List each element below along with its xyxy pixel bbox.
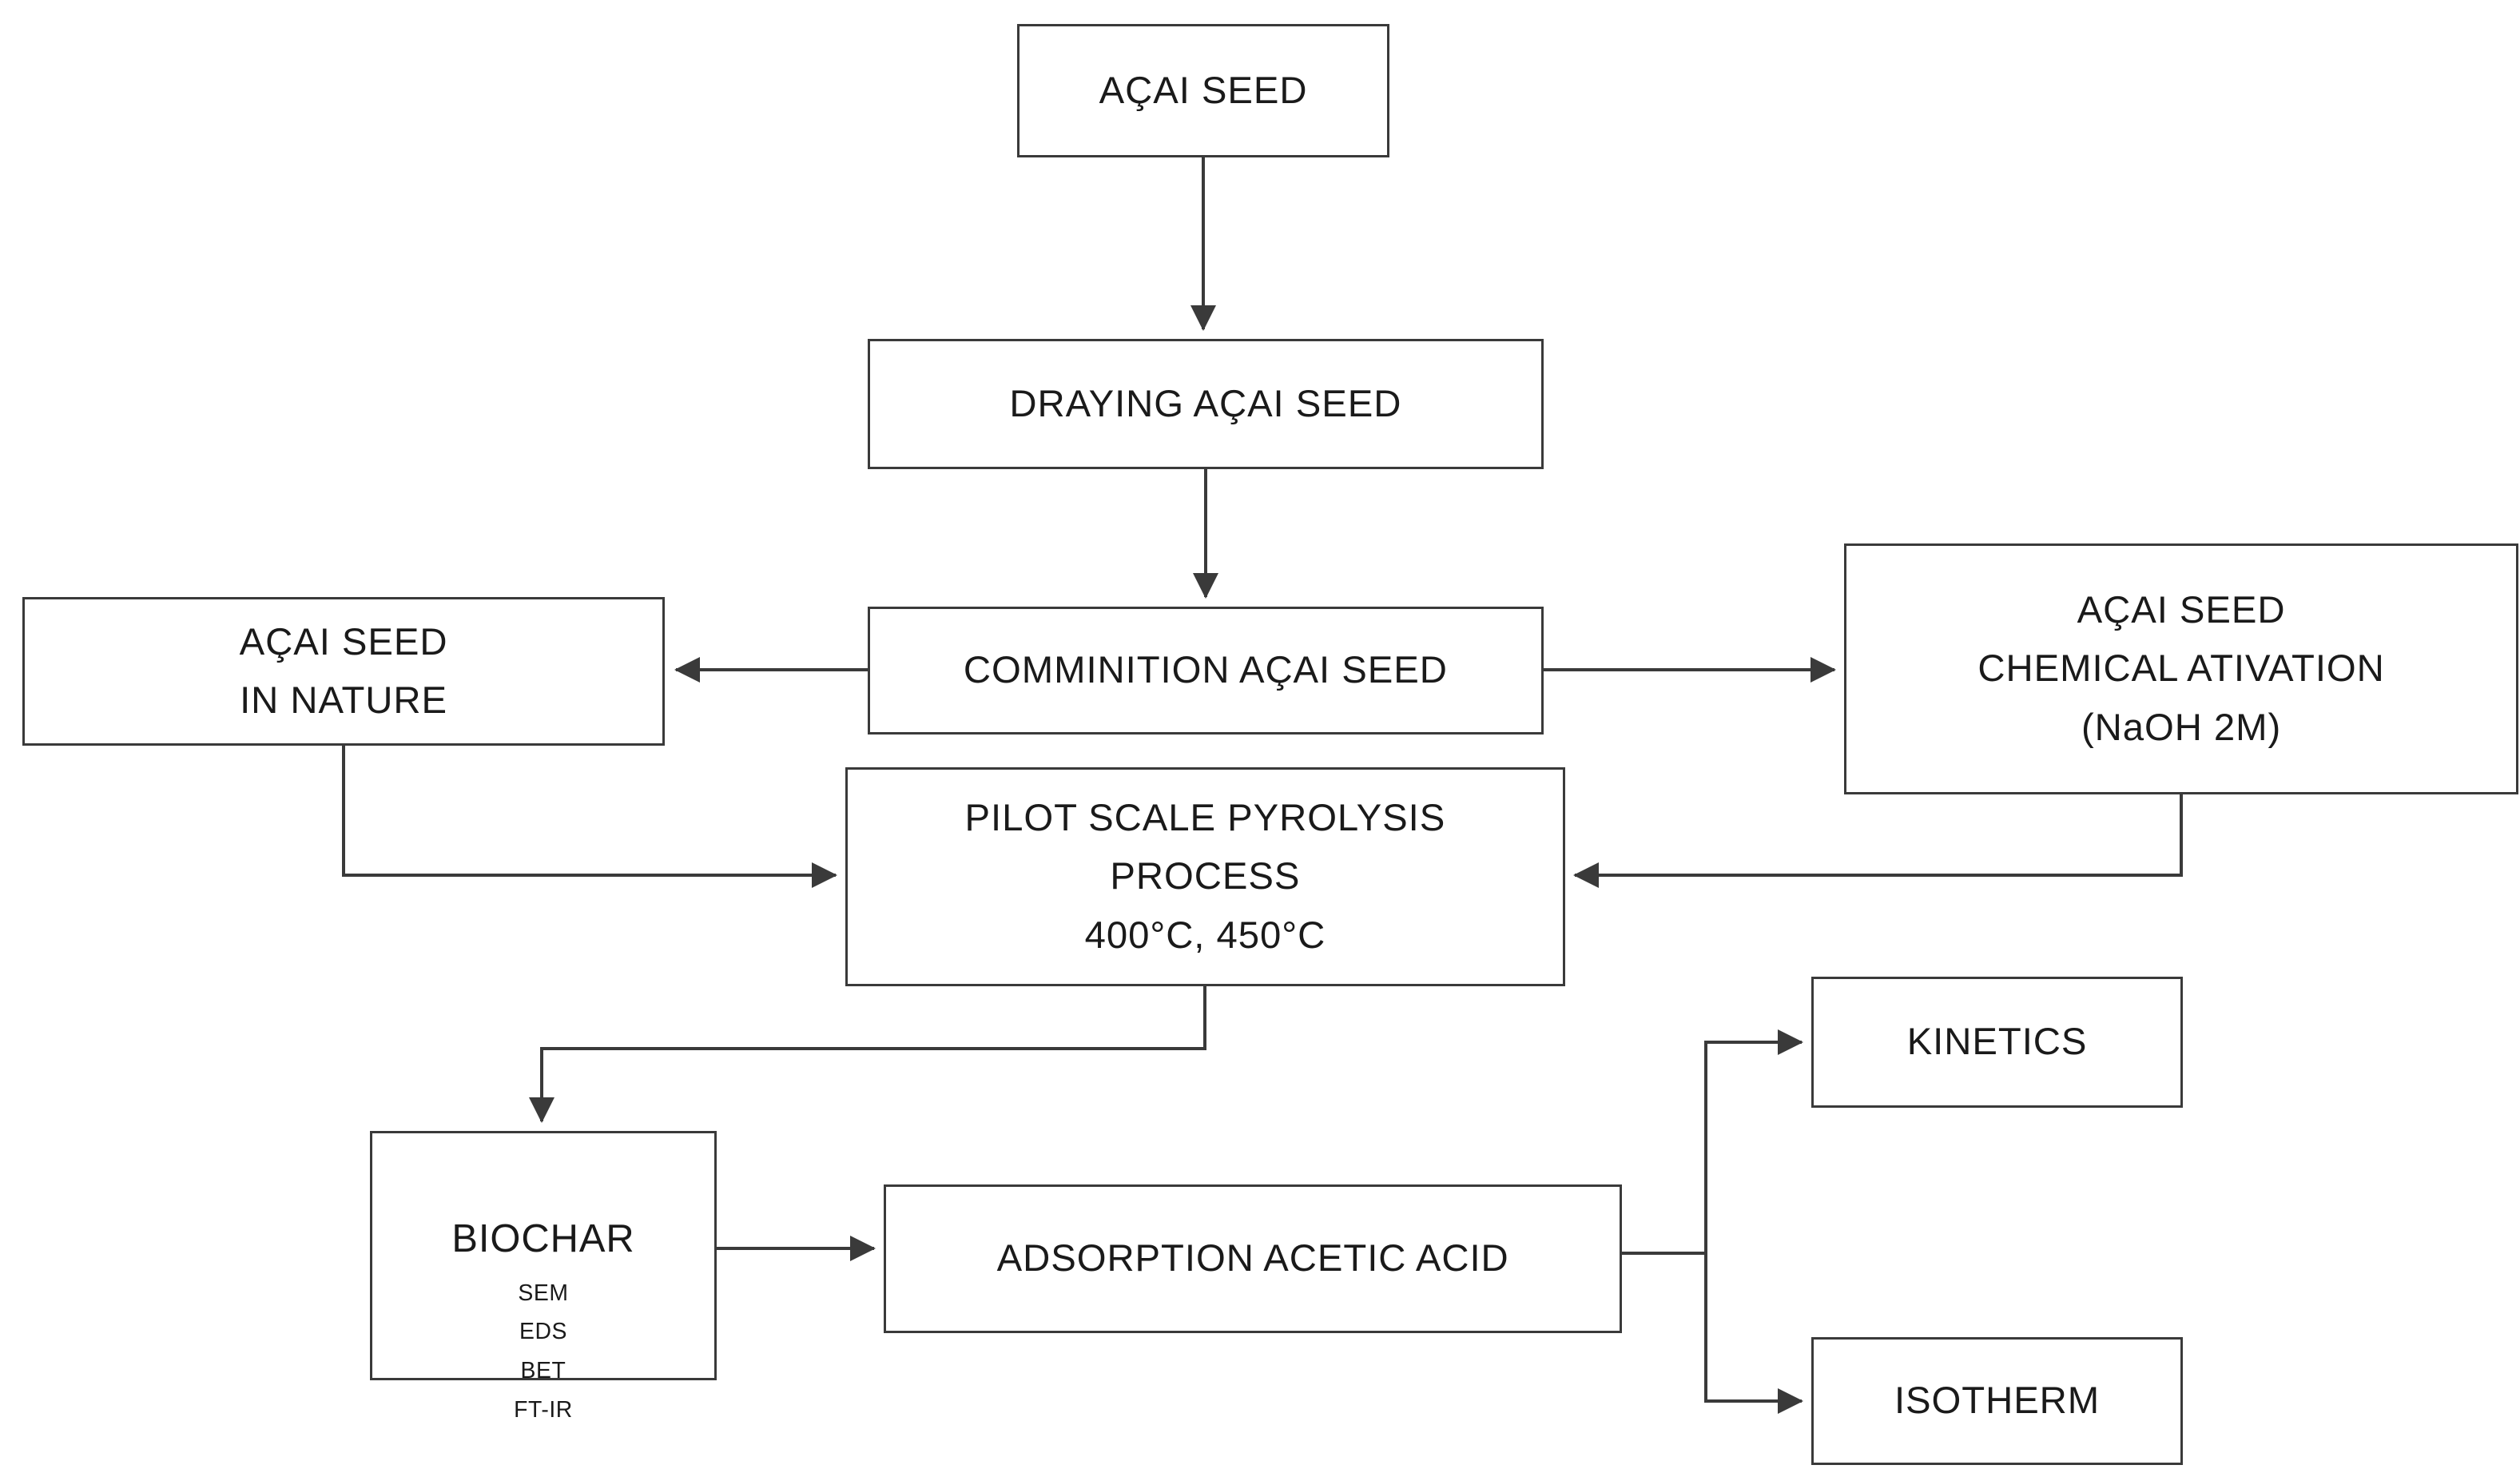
node-draying-label: DRAYING AÇAI SEED xyxy=(1009,382,1402,425)
node-innature-line2: IN NATURE xyxy=(240,679,447,722)
node-kinetics-label: KINETICS xyxy=(1906,1021,2088,1064)
node-pilot-scale-pyrolysis: PILOT SCALE PYROLYSIS PROCESS 400°C, 450… xyxy=(845,767,1565,987)
node-adsorption-label: ADSORPTION ACETIC ACID xyxy=(996,1237,1509,1280)
connector-innature-to-pilot xyxy=(342,746,837,888)
node-isotherm-label: ISOTHERM xyxy=(1894,1379,2101,1423)
node-biochar-title: BIOCHAR xyxy=(451,1216,635,1260)
biochar-method-eds: EDS xyxy=(519,1319,568,1345)
node-acai-seed-label: AÇAI SEED xyxy=(1099,69,1308,112)
node-draying-acai-seed: DRAYING AÇAI SEED xyxy=(867,339,1544,469)
node-biochar: BIOCHAR SEM EDS BET FT-IR xyxy=(370,1131,717,1423)
connector-junction-to-isotherm xyxy=(1704,1253,1803,1414)
connector-chemical-to-pilot xyxy=(1573,794,2183,888)
node-isotherm: ISOTHERM xyxy=(1811,1337,2183,1466)
node-chemical-line2: CHEMICAL ATIVATION xyxy=(1977,647,2385,691)
biochar-method-ftir: FT-IR xyxy=(514,1397,573,1423)
node-chemical-line3: (NaOH 2M) xyxy=(2081,706,2282,749)
biochar-method-bet: BET xyxy=(520,1358,566,1384)
connector-pilot-to-biochar xyxy=(529,986,1206,1123)
node-innature-line1: AÇAI SEED xyxy=(239,620,448,663)
node-comminition-acai-seed: COMMINITION AÇAI SEED xyxy=(867,606,1544,735)
node-adsorption-acetic-acid: ADSORPTION ACETIC ACID xyxy=(884,1184,1623,1333)
biochar-method-sem: SEM xyxy=(518,1280,569,1306)
node-chemical-ativation: AÇAI SEED CHEMICAL ATIVATION (NaOH 2M) xyxy=(1844,543,2519,795)
node-comminition-label: COMMINITION AÇAI SEED xyxy=(963,649,1448,692)
node-pilot-line2: PROCESS xyxy=(1110,855,1301,898)
node-acai-seed: AÇAI SEED xyxy=(1016,24,1390,157)
node-acai-seed-in-nature: AÇAI SEED IN NATURE xyxy=(22,596,666,746)
node-kinetics: KINETICS xyxy=(1811,976,2183,1108)
connector-junction-to-kinetics xyxy=(1704,1029,1803,1253)
node-pilot-line1: PILOT SCALE PYROLYSIS xyxy=(964,797,1446,840)
node-chemical-line1: AÇAI SEED xyxy=(2077,589,2286,632)
node-pilot-line3: 400°C, 450°C xyxy=(1084,914,1326,957)
